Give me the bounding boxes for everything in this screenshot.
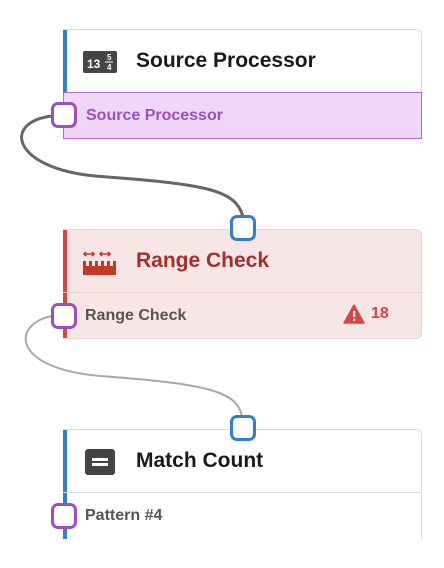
node-header[interactable]: 13 5 4 Source Processor — [63, 30, 421, 92]
port-label: Pattern #4 — [85, 506, 163, 524]
port-label: Source Processor — [86, 106, 223, 124]
node-accent-bar — [63, 430, 67, 539]
output-port-row[interactable]: Range Check 18 — [63, 292, 421, 338]
node-header[interactable]: Match Count — [63, 430, 421, 492]
node-header[interactable]: Range Check — [63, 230, 421, 292]
ruler-icon — [83, 251, 116, 275]
svg-text:13: 13 — [87, 57, 101, 71]
svg-text:5: 5 — [107, 53, 112, 62]
output-port-pattern-4[interactable] — [51, 503, 77, 529]
numbers-icon: 13 5 4 — [83, 51, 117, 73]
node-match-count[interactable]: Match Count Pattern #4 — [63, 429, 422, 539]
output-port-row[interactable]: Pattern #4 — [63, 492, 421, 538]
output-port-range-check[interactable] — [51, 303, 77, 329]
node-accent-bar — [63, 30, 67, 138]
node-source-processor[interactable]: 13 5 4 Source Processor Source Processor — [63, 29, 422, 139]
node-range-check[interactable]: Range Check Range Check 18 — [63, 229, 422, 339]
warning-count: 18 — [371, 305, 389, 322]
output-port-source-processor[interactable] — [51, 102, 77, 128]
node-accent-bar — [63, 230, 67, 338]
warning-icon — [343, 304, 365, 324]
port-label: Range Check — [85, 306, 187, 324]
output-port-row[interactable]: Source Processor — [63, 92, 422, 139]
node-title: Source Processor — [136, 49, 316, 72]
node-title: Match Count — [136, 449, 264, 472]
wire-source-to-range[interactable] — [20, 114, 245, 218]
equals-icon — [85, 449, 115, 475]
input-port-range-check[interactable] — [230, 215, 256, 241]
input-port-match-count[interactable] — [230, 415, 256, 441]
node-title: Range Check — [136, 249, 270, 272]
svg-text:4: 4 — [107, 63, 112, 72]
wire-range-to-match[interactable] — [24, 315, 243, 418]
warning-badge[interactable]: 18 — [343, 304, 389, 324]
